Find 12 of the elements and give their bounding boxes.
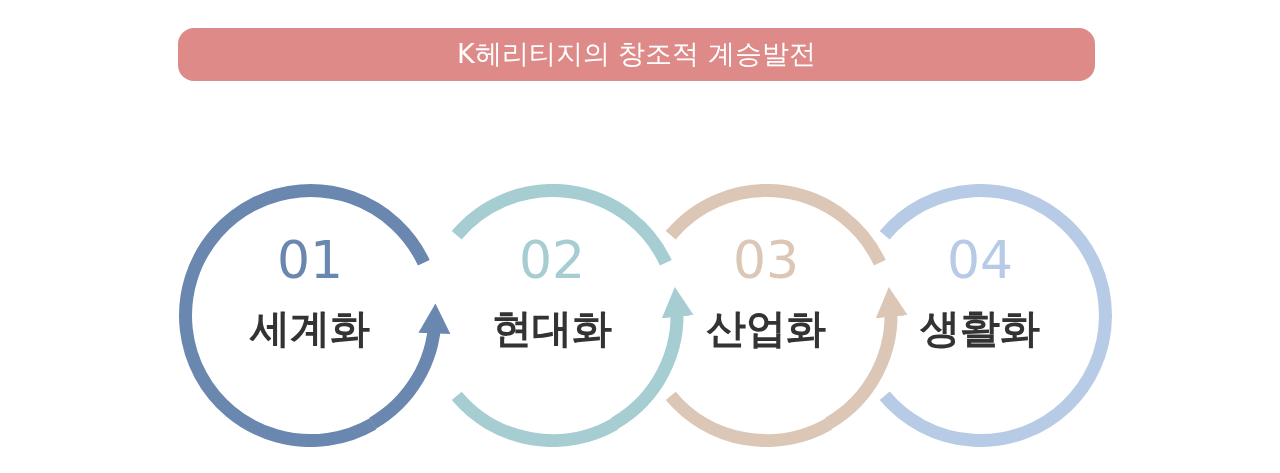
curved-arrow — [610, 286, 693, 429]
step-number: 01 — [276, 233, 344, 286]
step-number: 04 — [946, 233, 1014, 286]
step-number: 02 — [518, 233, 586, 286]
step-number: 03 — [732, 233, 800, 286]
step-label: 생활화 — [920, 307, 1040, 348]
step-label: 산업화 — [706, 307, 826, 348]
curved-arrow — [824, 286, 907, 429]
title-banner: K헤리티지의 창조적 계승발전 — [178, 28, 1095, 81]
curved-arrow — [368, 303, 450, 429]
step-label: 세계화 — [250, 307, 370, 348]
step-label: 현대화 — [492, 307, 612, 348]
